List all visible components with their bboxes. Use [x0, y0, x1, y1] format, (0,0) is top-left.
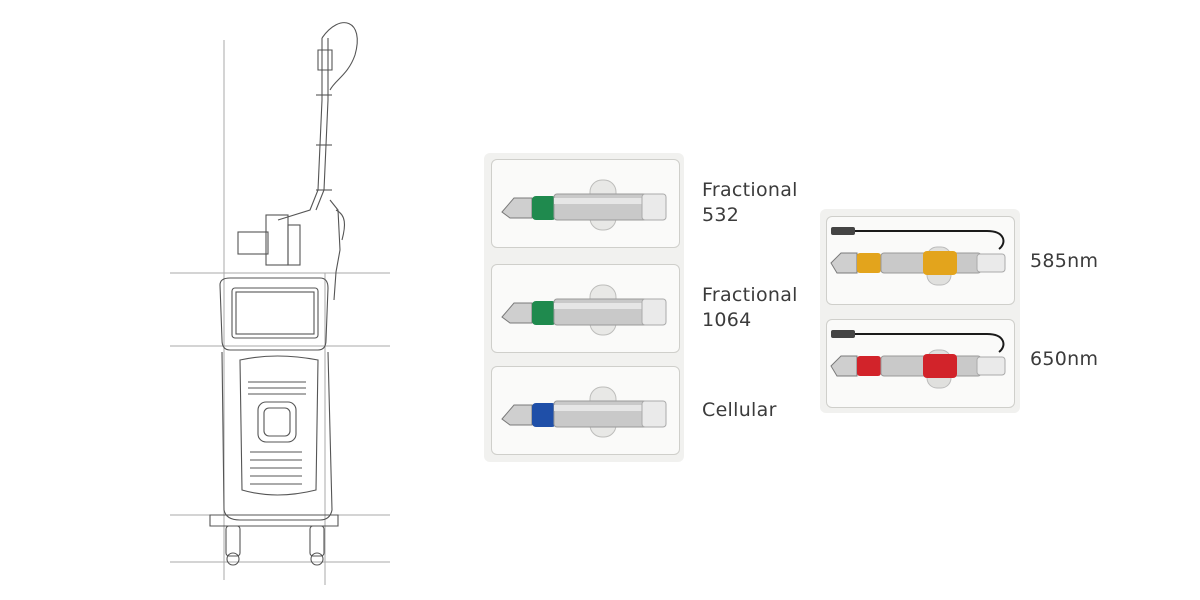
handpiece-icon — [501, 284, 667, 336]
handpiece-label-fractional-532: Fractional 532 — [702, 179, 798, 226]
handpiece-card-cellular — [491, 366, 680, 455]
handpiece-card-fractional-1064 — [491, 264, 680, 353]
handpiece-icon — [830, 227, 1006, 286]
handpiece-card-fractional-532 — [491, 159, 680, 248]
handpiece-label-585nm: 585nm — [1030, 250, 1099, 272]
handpiece-label-cellular: Cellular — [702, 399, 777, 421]
handpiece-card-650nm — [826, 319, 1015, 408]
handpiece-card-585nm — [826, 216, 1015, 305]
handpiece-icon — [501, 386, 667, 438]
handpiece-label-650nm: 650nm — [1030, 348, 1099, 370]
handpiece-icon — [830, 330, 1006, 389]
handpiece-icon — [501, 179, 667, 231]
handpiece-label-fractional-1064: Fractional 1064 — [702, 284, 798, 331]
laser-machine-icon — [170, 22, 390, 585]
